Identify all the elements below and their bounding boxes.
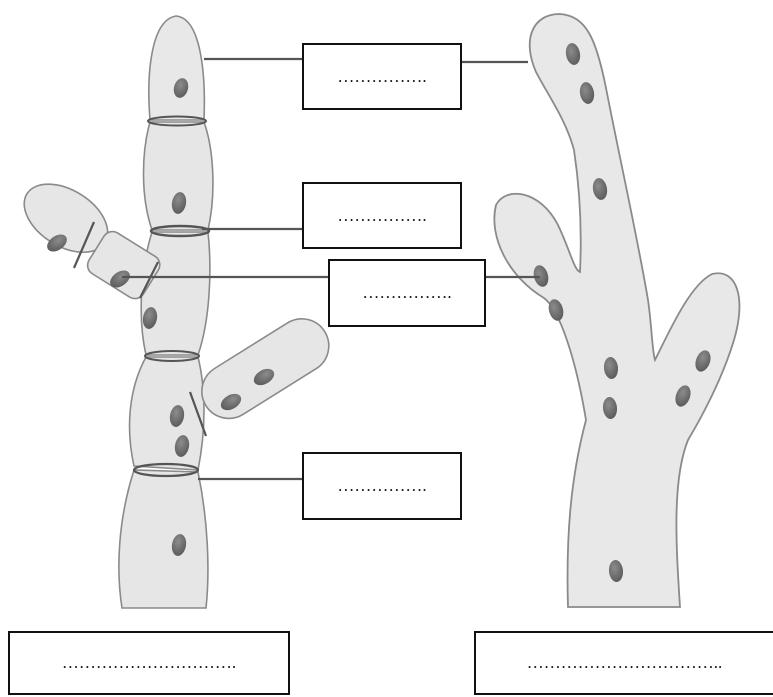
caption-text: …………………………. — [62, 653, 236, 673]
septate-hypha — [12, 16, 339, 608]
hypha-cell-basal — [119, 470, 208, 608]
label-box-1[interactable]: ……………. — [302, 43, 462, 110]
label-text: ……………. — [337, 206, 426, 226]
aseptate-hypha — [494, 14, 739, 607]
branch-cell — [192, 309, 339, 429]
label-box-4[interactable]: ……………. — [302, 452, 462, 520]
hypha-cell — [130, 357, 204, 470]
label-box-3[interactable]: ……………. — [328, 259, 486, 327]
label-box-2[interactable]: ……………. — [302, 182, 462, 249]
aseptate-hypha-body — [494, 14, 739, 607]
label-text: ……………. — [362, 283, 451, 303]
caption-text: …………………………….. — [527, 653, 723, 673]
hypha-cell-apical — [149, 16, 205, 120]
hypha-cell — [141, 232, 210, 355]
caption-box-right[interactable]: …………………………….. — [474, 631, 773, 695]
label-text: ……………. — [337, 476, 426, 496]
label-text: ……………. — [337, 67, 426, 87]
caption-box-left[interactable]: …………………………. — [8, 631, 290, 695]
